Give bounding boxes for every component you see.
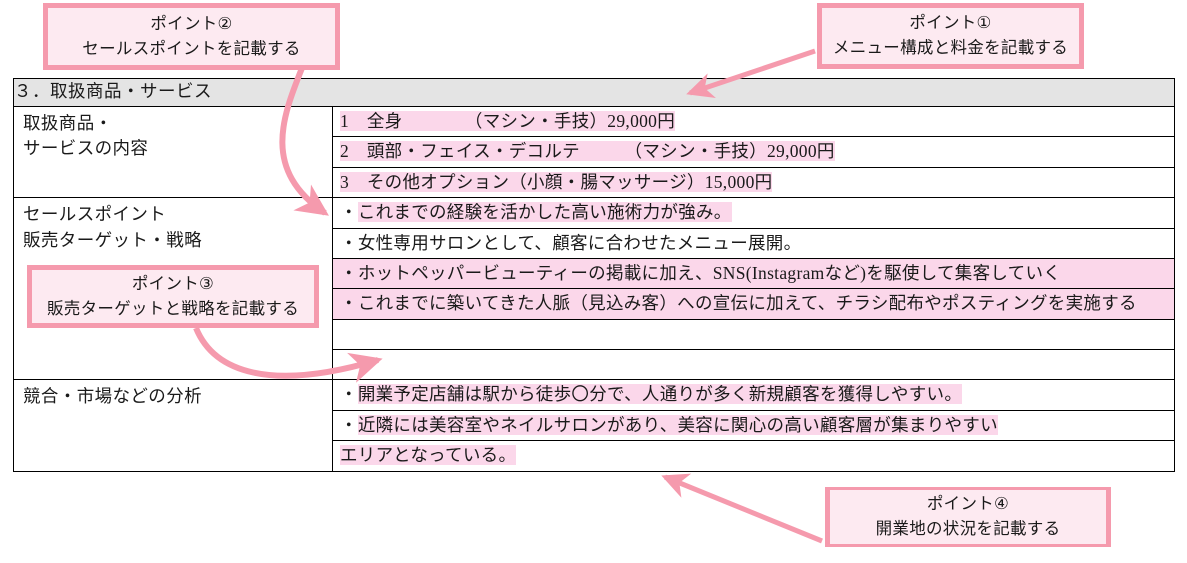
analysis-text: 開業予定店舗は駅から徒歩〇分で、人通りが多く新規顧客を獲得しやすい。 xyxy=(357,384,963,405)
sales-point-text: 女性専用サロンとして、顧客に合わせたメニュー展開。 xyxy=(357,232,802,253)
row-label-line: サービスの内容 xyxy=(23,138,149,159)
list-item-empty xyxy=(333,350,1174,379)
row-content-sales-points: ・これまでの経験を活かした高い施術力が強み。 ・女性専用サロンとして、顧客に合わ… xyxy=(332,197,1175,381)
row-label-line: セールスポイント xyxy=(23,204,167,225)
table-section-header-row: ３．取扱商品・サービス xyxy=(13,78,1175,107)
section-header-title: ３．取扱商品・サービス xyxy=(13,78,1175,107)
bullet-marker: ・ xyxy=(340,293,358,314)
callout-description: セールスポイントを記載する xyxy=(82,39,301,58)
callout-point-3: ポイント③ 販売ターゲットと戦略を記載する xyxy=(27,265,319,328)
table-row: 競合・市場などの分析 ・開業予定店舗は駅から徒歩〇分で、人通りが多く新規顧客を獲… xyxy=(13,379,1175,472)
callout-point-1: ポイント① メニュー構成と料金を記載する xyxy=(817,3,1084,69)
sales-point-text: これまでに築いてきた人脈（見込み客）への宣伝に加えて、チラシ配布やポスティングを… xyxy=(357,293,1137,314)
row-label-products: 取扱商品・ サービスの内容 xyxy=(13,105,333,199)
row-label-market-analysis: 競合・市場などの分析 xyxy=(13,379,333,472)
bullet-marker: ・ xyxy=(340,384,358,405)
callout-title: ポイント② xyxy=(150,14,233,33)
callout-title: ポイント④ xyxy=(926,495,1010,514)
bullet-marker: ・ xyxy=(340,202,358,223)
callout-title: ポイント① xyxy=(909,14,992,33)
menu-item-3: 3 その他オプション（小顔・腸マッサージ）15,000円 xyxy=(340,171,773,192)
row-label-line: 販売ターゲット・戦略 xyxy=(23,229,202,250)
sales-point-text: ホットペッパービューティーの掲載に加え、SNS(Instagramなど)を駆使し… xyxy=(357,262,1062,283)
list-item: ・これまでに築いてきた人脈（見込み客）への宣伝に加えて、チラシ配布やポスティング… xyxy=(333,289,1174,320)
callout-inner: ポイント② セールスポイントを記載する xyxy=(48,9,335,64)
arrow-point-4 xyxy=(661,473,823,544)
callout-inner: ポイント① メニュー構成と料金を記載する xyxy=(822,9,1079,63)
callout-inner: ポイント③ 販売ターゲットと戦略を記載する xyxy=(32,269,314,324)
list-item: ・開業予定店舗は駅から徒歩〇分で、人通りが多く新規顧客を獲得しやすい。 xyxy=(333,380,1174,411)
sales-point-text: これまでの経験を活かした高い施術力が強み。 xyxy=(357,202,732,223)
analysis-text: 近隣には美容室やネイルサロンがあり、美容に関心の高い顧客層が集まりやすい xyxy=(357,414,998,435)
row-label-line: 競合・市場などの分析 xyxy=(23,386,202,407)
table-row: 取扱商品・ サービスの内容 1 全身 （マシン・手技）29,000円 2 頭部・… xyxy=(13,105,1175,199)
bullet-marker: ・ xyxy=(340,232,358,253)
list-item: ・女性専用サロンとして、顧客に合わせたメニュー展開。 xyxy=(333,229,1174,259)
callout-title: ポイント③ xyxy=(131,274,215,293)
bullet-marker: ・ xyxy=(340,262,358,283)
row-label-line: 取扱商品・ xyxy=(23,113,113,133)
menu-item-1: 1 全身 （マシン・手技）29,000円 xyxy=(340,111,676,131)
callout-description: 開業地の状況を記載する xyxy=(875,520,1061,538)
callout-description: 販売ターゲットと戦略を記載する xyxy=(47,299,299,318)
callout-description: メニュー構成と料金を記載する xyxy=(832,39,1069,57)
callout-point-2: ポイント② セールスポイントを記載する xyxy=(43,3,340,70)
menu-item-2: 2 頭部・フェイス・デコルテ （マシン・手技）29,000円 xyxy=(340,141,835,162)
callout-inner: ポイント④ 開業地の状況を記載する xyxy=(830,490,1106,544)
list-item: 3 その他オプション（小顔・腸マッサージ）15,000円 xyxy=(333,168,1174,197)
list-item-empty xyxy=(333,320,1174,350)
list-item: 1 全身 （マシン・手技）29,000円 xyxy=(333,107,1174,138)
list-item: 2 頭部・フェイス・デコルテ （マシン・手技）29,000円 xyxy=(333,137,1174,168)
row-content-market-analysis: ・開業予定店舗は駅から徒歩〇分で、人通りが多く新規顧客を獲得しやすい。 ・近隣に… xyxy=(332,379,1175,472)
list-item: ・近隣には美容室やネイルサロンがあり、美容に関心の高い顧客層が集まりやすい xyxy=(333,411,1174,442)
list-item: ・これまでの経験を活かした高い施術力が強み。 xyxy=(333,198,1174,229)
row-content-products: 1 全身 （マシン・手技）29,000円 2 頭部・フェイス・デコルテ （マシン… xyxy=(332,105,1175,199)
bullet-marker: ・ xyxy=(340,414,358,435)
callout-point-4: ポイント④ 開業地の状況を記載する xyxy=(825,487,1111,547)
analysis-text: エリアとなっている。 xyxy=(340,445,517,466)
list-item: エリアとなっている。 xyxy=(333,441,1174,470)
list-item: ・ホットペッパービューティーの掲載に加え、SNS(Instagramなど)を駆使… xyxy=(333,258,1174,290)
